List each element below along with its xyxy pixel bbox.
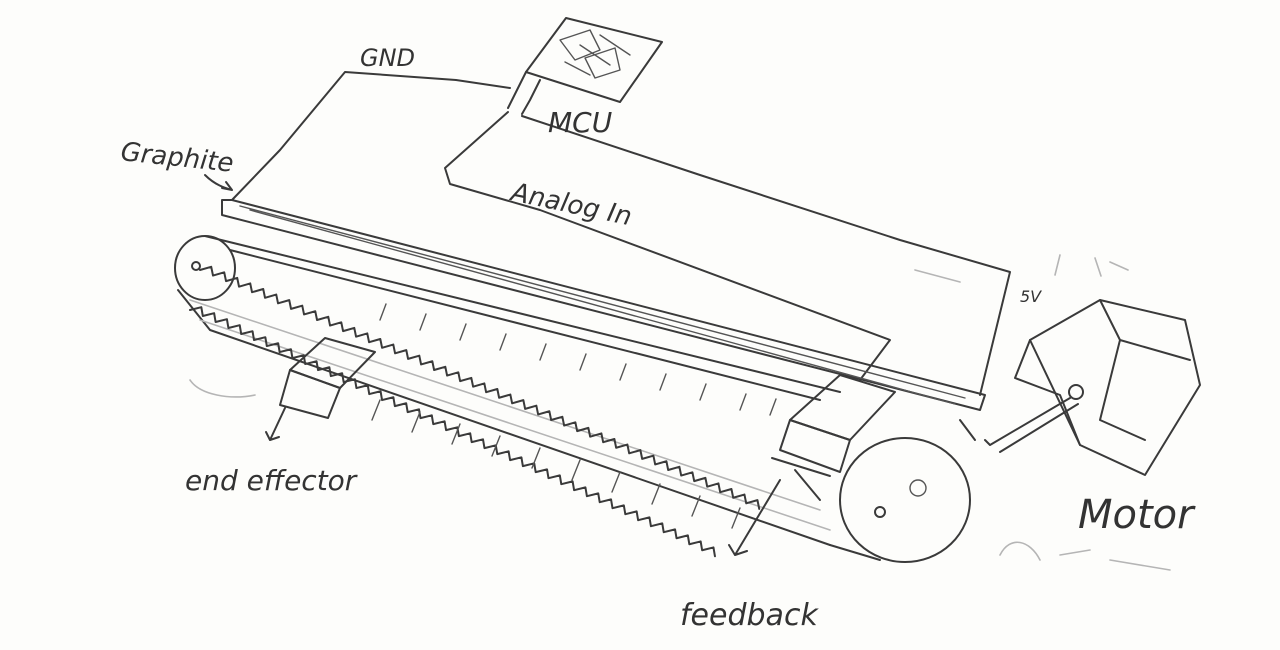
gnd-wire: [232, 72, 510, 200]
analog-in-wire: [445, 112, 890, 380]
five-volt-wire: [522, 116, 1010, 395]
end-effector-block: [190, 338, 375, 440]
label-mcu: MCU: [548, 106, 612, 139]
graphite-strip: [222, 200, 985, 410]
rack-teeth-bottom: [166, 304, 741, 556]
label-gnd: GND: [360, 44, 415, 72]
label-analog-in: Analog In: [507, 177, 635, 232]
label-feedback: feedback: [680, 598, 819, 633]
label-end-effector: end effector: [185, 464, 358, 497]
mcu-chip: [508, 18, 662, 114]
feedback-carriage: [729, 375, 895, 555]
conveyor-belt: [175, 236, 975, 562]
label-motor: Motor: [1078, 492, 1196, 538]
motor: [985, 300, 1200, 475]
label-five-volt: 5V: [1020, 287, 1042, 306]
label-graphite: Graphite: [119, 137, 235, 179]
